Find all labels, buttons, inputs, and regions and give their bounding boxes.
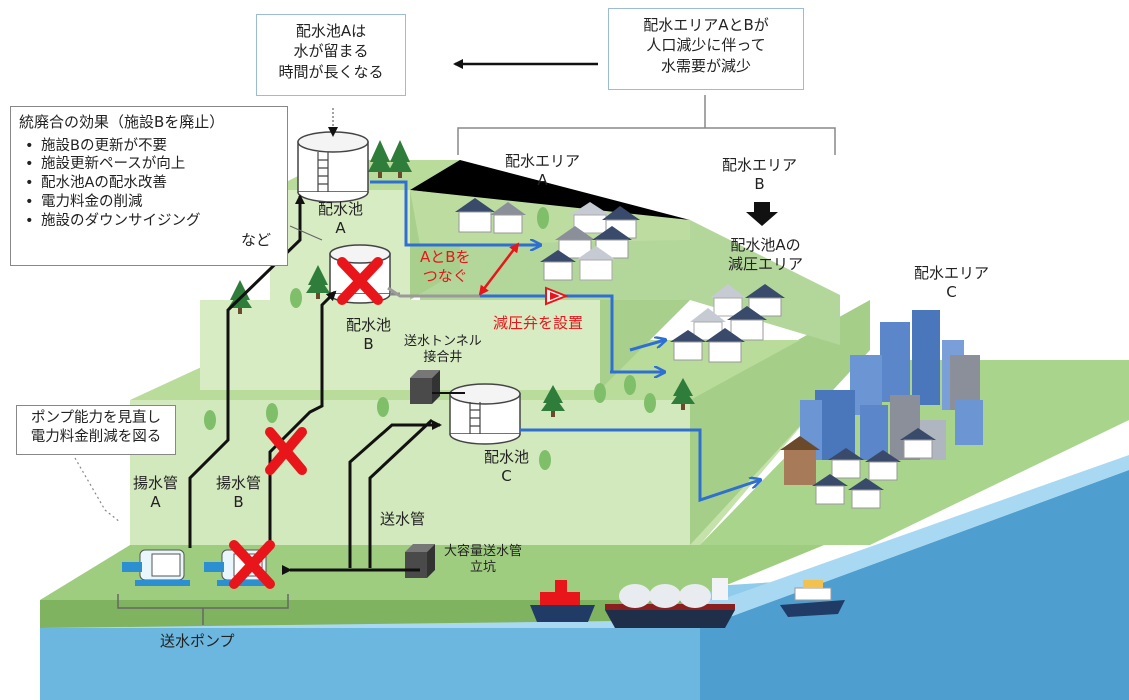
shaft-icon [405, 544, 435, 578]
house-icon [570, 202, 610, 234]
buildings-area-c [780, 310, 983, 509]
tree-icon [306, 265, 330, 299]
effects-item: 配水池Aの配水改善 [19, 174, 279, 193]
effects-item: 施設Bの更新が不要 [19, 137, 279, 156]
pressure-area-label: 配水池Aの 減圧エリア [728, 236, 804, 273]
house-icon [705, 328, 745, 363]
area-ab-callout: 配水エリアAとBが 人口減少に伴って 水需要が減少 [608, 8, 804, 90]
cross-mark-icon [229, 540, 275, 589]
ship-icon [780, 580, 845, 617]
house-icon [865, 450, 901, 481]
area-ab-callout-text: 配水エリアAとBが 人口減少に伴って 水需要が減少 [643, 16, 769, 75]
reservoir-a-callout: 配水池Aは 水が留まる 時間が長くなる [256, 14, 406, 96]
tree-icon [368, 140, 392, 178]
house-icon [540, 250, 576, 281]
effects-box: 統廃合の効果（施設Bを廃止） 施設Bの更新が不要 施設更新ペースが向上 配水池A… [10, 106, 288, 266]
house-icon [745, 284, 785, 317]
house-icon [670, 330, 706, 361]
building-icon [880, 322, 910, 402]
tunnel-label: 送水トンネル 接合井 [404, 334, 482, 366]
house-icon [602, 206, 640, 239]
tree-icon [671, 378, 695, 410]
pumps-label: 送水ポンプ [160, 632, 235, 650]
area-bracket [457, 95, 836, 155]
house-icon [828, 448, 864, 479]
pump-icon [122, 549, 190, 586]
houses-area-a [455, 198, 640, 281]
house-icon [812, 474, 848, 505]
effects-item: 施設更新ペースが向上 [19, 155, 279, 174]
area-c-label: 配水エリア C [914, 264, 990, 301]
pipes [188, 194, 465, 575]
house-icon [576, 246, 616, 281]
connect-arrow [478, 242, 520, 296]
pump-pipe-b-label: 揚水管 B [216, 474, 262, 511]
effects-item: 施設のダウンサイジング [19, 212, 279, 231]
reservoir-a-label: 配水池 A [318, 200, 364, 237]
house-icon [727, 306, 767, 341]
effects-item: 電力料金の削減 [19, 193, 279, 212]
houses-area-b [670, 284, 785, 363]
ship-icon [530, 580, 595, 622]
building-icon [955, 400, 983, 445]
tree-icon [388, 140, 412, 178]
cross-mark-icon [337, 257, 383, 305]
water-tank-icon [449, 383, 521, 445]
house-icon [455, 198, 495, 233]
building-icon [912, 310, 940, 405]
reservoir-a-callout-text: 配水池Aは 水が留まる 時間が長くなる [278, 22, 384, 81]
tunnel-shaft-icon [410, 370, 440, 404]
reservoir-b-label: 配水池 B [346, 316, 392, 353]
tree-icon [541, 385, 565, 417]
pump-bracket [117, 594, 289, 625]
reservoir-c-label: 配水池 C [484, 448, 530, 485]
effects-list: 施設Bの更新が不要 施設更新ペースが向上 配水池Aの配水改善 電力料金の削減 施… [19, 137, 279, 231]
connect-ab-label: AとBを つなぐ [420, 248, 471, 285]
house-icon [900, 428, 936, 459]
effects-footer: など [240, 230, 271, 249]
area-b-label: 配水エリア B [722, 156, 798, 193]
valve-label: 減圧弁を設置 [493, 314, 584, 332]
pump-pipe-a-label: 揚水管 A [133, 474, 179, 511]
house-icon [710, 284, 746, 317]
cross-mark-icon [265, 427, 307, 475]
delivery-pipe-label: 送水管 [380, 510, 426, 528]
down-arrow-icon [746, 202, 778, 226]
house-icon [848, 478, 884, 509]
house-icon [490, 202, 526, 234]
house-icon [780, 436, 820, 485]
water-tank-icon [297, 131, 369, 203]
house-icon [555, 226, 595, 259]
area-a-label: 配水エリア A [505, 152, 581, 189]
pump-callout: ポンプ能力を見直し 電力料金削減を図る [16, 405, 176, 455]
ship-icon [605, 578, 735, 628]
big-pipe-label: 大容量送水管 立坑 [444, 544, 523, 576]
valve-icon [545, 286, 569, 306]
effects-title: 統廃合の効果（施設Bを廃止） [19, 113, 225, 131]
pump-callout-text: ポンプ能力を見直し 電力料金削減を図る [30, 410, 162, 445]
